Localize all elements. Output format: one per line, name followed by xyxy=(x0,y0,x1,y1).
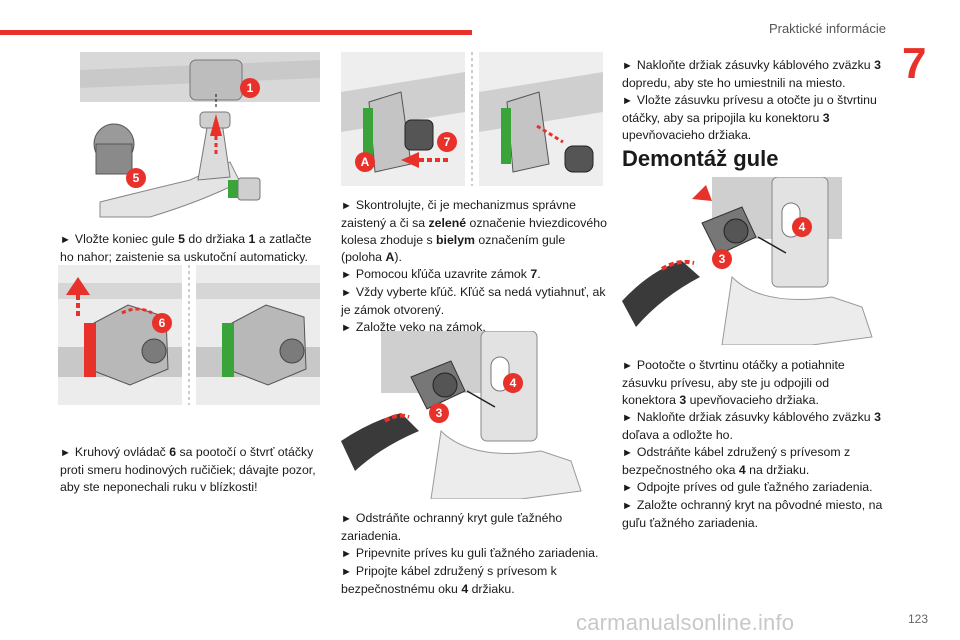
header-accent-bar xyxy=(0,30,472,35)
section-title: Praktické informácie xyxy=(768,21,886,36)
figure-ball-insertion: 1 5 xyxy=(80,52,320,220)
col3-paragraph-1: ►Nakloňte držiak zásuvky káblového zväzk… xyxy=(622,58,881,142)
figure-label-7: 7 xyxy=(444,135,451,149)
col2-paragraph-1: ►Skontrolujte, či je mechanizmus správne… xyxy=(341,198,607,334)
figure-cable-disconnect: 4 3 xyxy=(622,177,884,345)
figure-label-4: 4 xyxy=(799,220,806,234)
figure-key-lock: 7 A xyxy=(341,52,603,186)
figure-rotary-knob: 6 xyxy=(58,265,320,405)
figure-label-3: 3 xyxy=(436,406,443,420)
watermark: carmanualsonline.info xyxy=(576,610,795,635)
figure-label-5: 5 xyxy=(133,171,140,185)
chapter-number: 7 xyxy=(902,39,927,88)
col1-paragraph-1: ►Vložte koniec gule 5 do držiaka 1 a zat… xyxy=(60,232,312,264)
page-number: 123 xyxy=(907,612,928,626)
figure-label-4: 4 xyxy=(510,376,517,390)
col1-paragraph-2: ►Kruhový ovládač 6 sa pootočí o štvrť ot… xyxy=(60,445,316,494)
figure-label-1: 1 xyxy=(247,81,254,95)
col2-paragraph-2: ►Odstráňte ochranný kryt gule ťažného za… xyxy=(341,511,599,596)
section-heading: Demontáž gule xyxy=(622,146,779,171)
figure-label-6: 6 xyxy=(159,316,166,330)
figure-label-3: 3 xyxy=(719,252,726,266)
figure-cable-connect: 4 3 xyxy=(341,331,603,499)
figure-label-A: A xyxy=(361,155,370,169)
col3-paragraph-2: ►Pootočte o štvrtinu otáčky a potiahnite… xyxy=(622,358,883,530)
